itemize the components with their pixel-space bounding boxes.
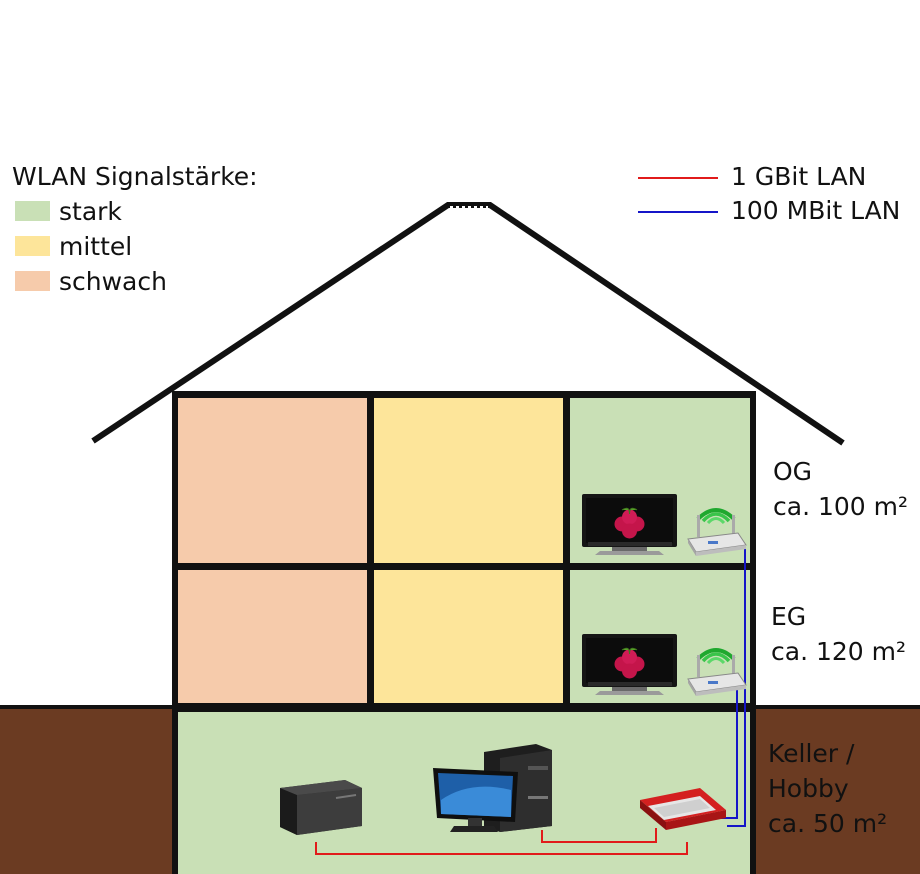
lan-1gbit-nas-router [315, 842, 688, 855]
legend-swatch-stark [15, 201, 50, 221]
floor-label-keller: Keller / [768, 739, 855, 768]
legend-swatch-mittel [15, 236, 50, 256]
legend-label-1gbit: 1 GBit LAN [731, 162, 867, 191]
og-room-middle [374, 398, 563, 563]
tv-raspberry-pi-icon [581, 633, 678, 696]
floor-area-og: ca. 100 m² [773, 492, 908, 521]
desktop-pc-icon [433, 744, 552, 832]
floor-area-keller: ca. 50 m² [768, 809, 888, 838]
legend-line-1gbit [638, 177, 718, 179]
wlan-legend-title: WLAN Signalstärke: [12, 162, 258, 191]
eg-room-left [178, 570, 367, 703]
legend-line-100mbit [638, 211, 718, 213]
legend-swatch-schwach [15, 271, 50, 291]
legend-label-mittel: mittel [59, 232, 133, 261]
legend-label-schwach: schwach [59, 267, 167, 296]
roof-outline [91, 202, 845, 446]
legend-label-100mbit: 100 MBit LAN [731, 196, 901, 225]
eg-room-middle [374, 570, 563, 703]
fritzbox-router-icon [640, 788, 726, 830]
legend-label-stark: stark [59, 197, 122, 226]
floor-label-eg: EG [771, 602, 807, 631]
floor-area-eg: ca. 120 m² [771, 637, 906, 666]
nas-icon [280, 780, 362, 835]
og-room-left [178, 398, 367, 563]
floor-label-hobby: Hobby [768, 774, 849, 803]
lan-1gbit-pc-router [541, 828, 657, 843]
tv-raspberry-pi-icon [581, 493, 678, 556]
floor-label-og: OG [773, 457, 813, 486]
